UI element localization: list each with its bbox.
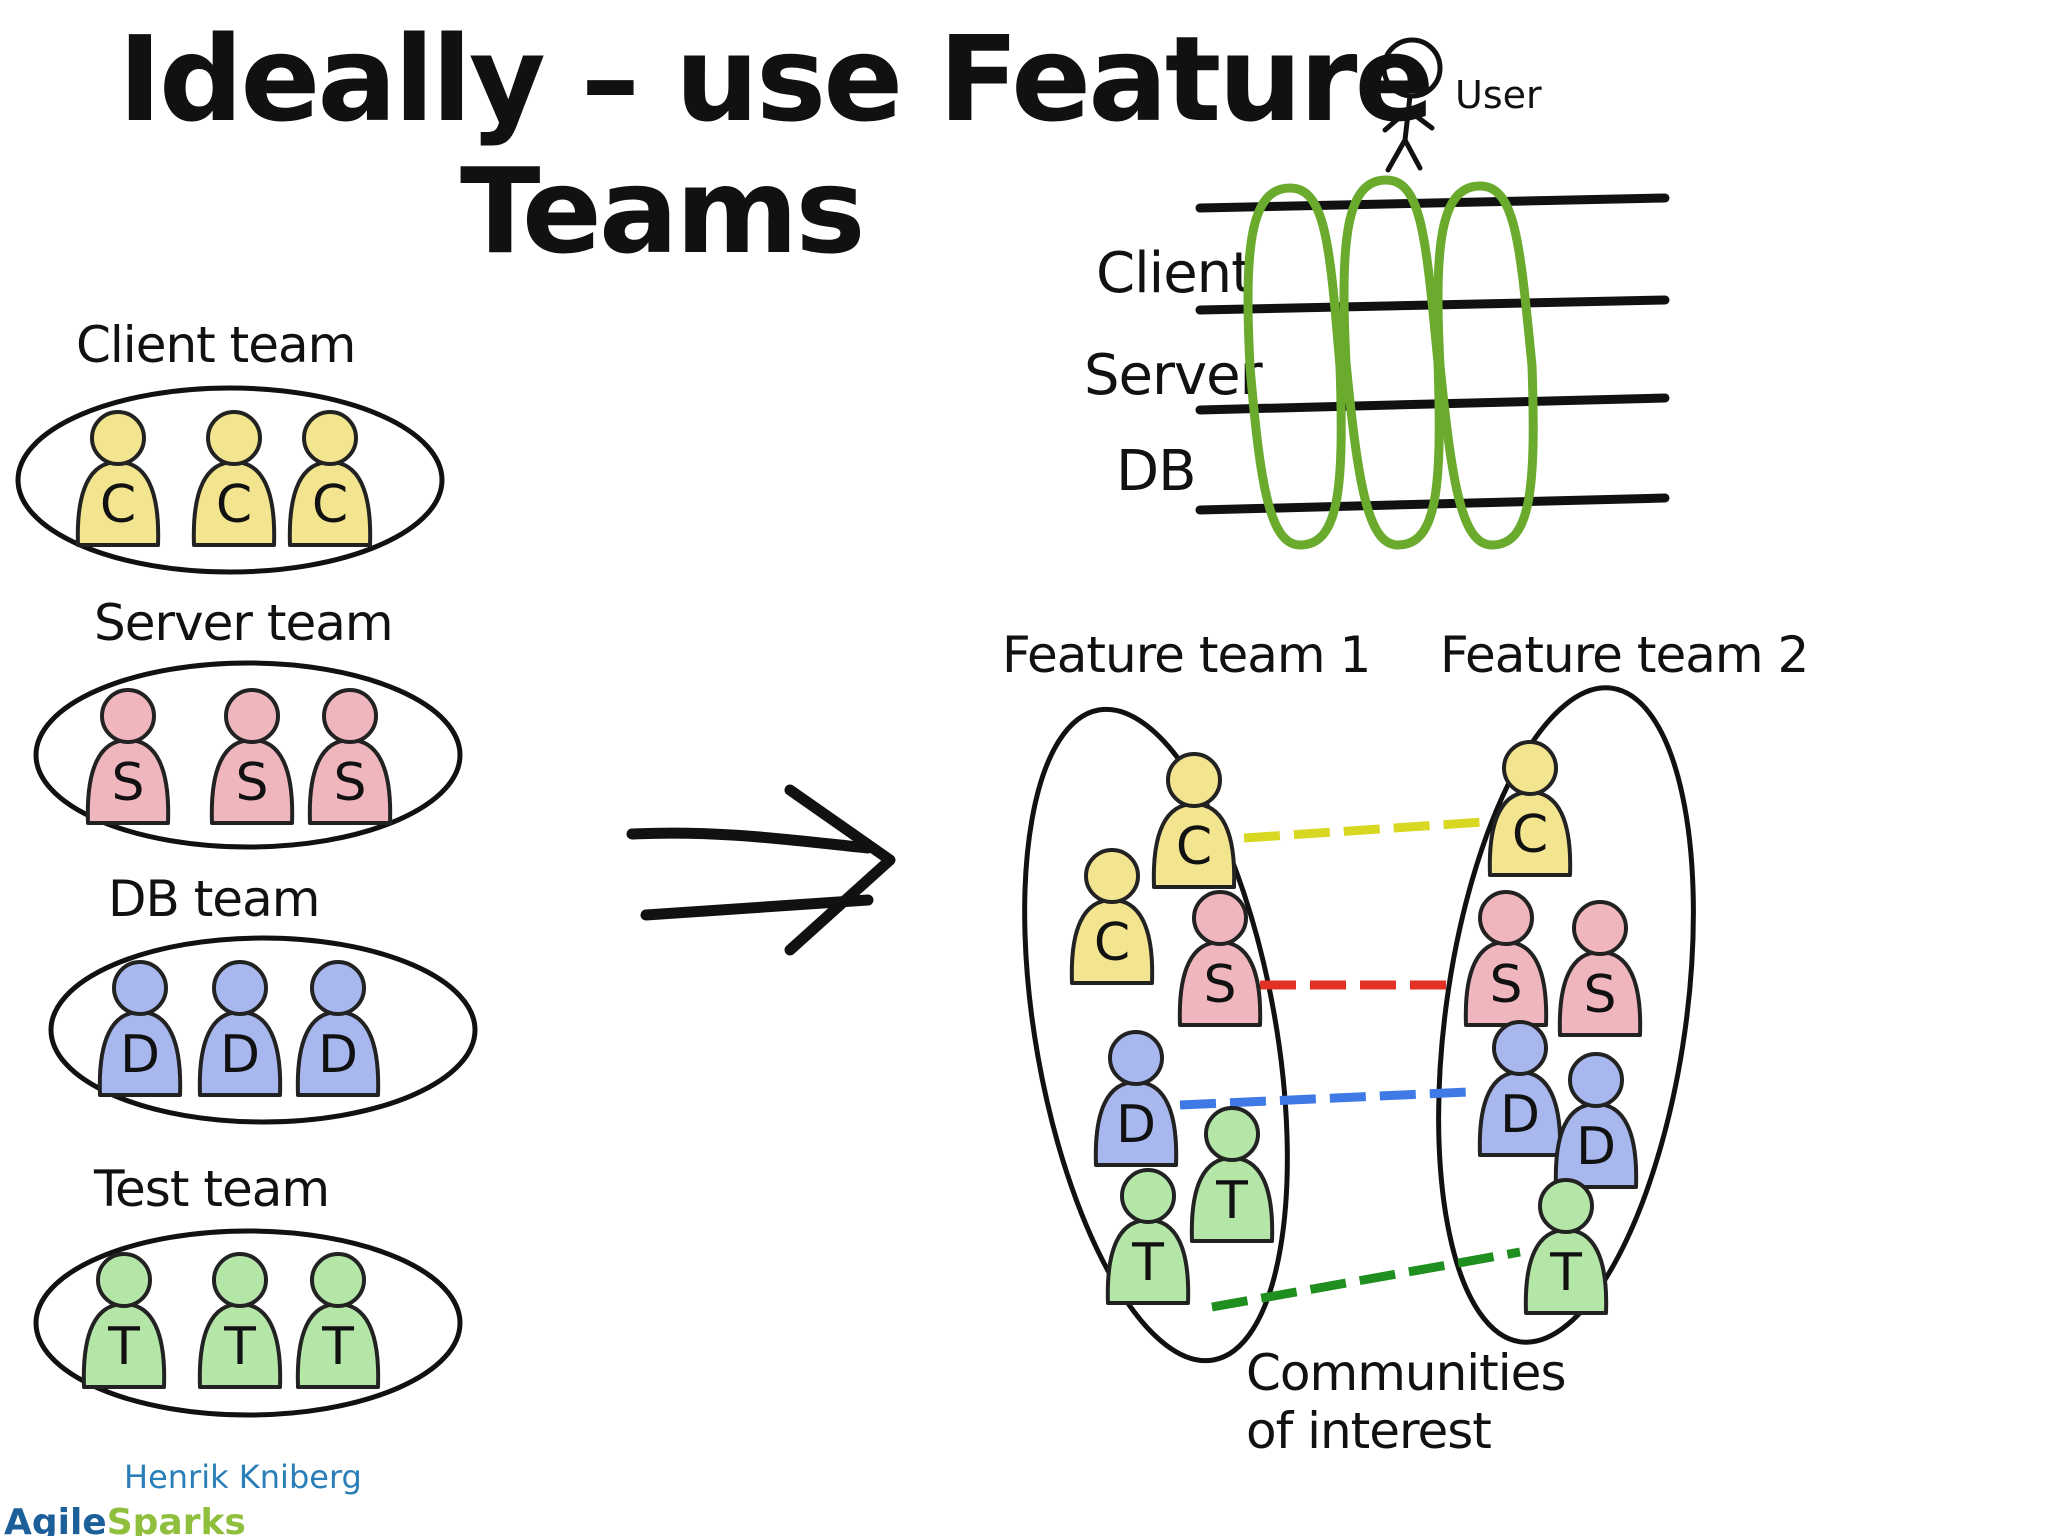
team-member-t-3: T [295,1252,381,1389]
svg-text:D: D [1576,1117,1616,1177]
layer-line-top [1195,193,1670,213]
svg-text:C: C [312,475,348,535]
feature-team-2-member-1: C [1487,740,1573,877]
brand-logo: AgileSparks [4,1502,246,1536]
svg-text:S: S [235,753,268,813]
layer-label-client: Client [1096,241,1252,306]
svg-text:T: T [321,1317,354,1377]
team-member-t-2: T [197,1252,283,1389]
svg-text:S: S [111,753,144,813]
client-team-label: Client team [76,316,355,374]
feature-team-1-member-5: T [1189,1106,1275,1243]
svg-text:C: C [216,475,252,535]
double-arrow-right-icon [626,784,896,956]
team-member-d-2: D [197,960,283,1097]
svg-text:T: T [223,1317,256,1377]
svg-text:D: D [220,1025,260,1085]
team-member-s-3: S [307,688,393,825]
test-team-ellipse [33,1228,463,1418]
team-member-t-1: T [81,1252,167,1389]
svg-text:T: T [1131,1233,1164,1293]
server-team-label: Server team [94,594,393,652]
svg-text:S: S [333,753,366,813]
vertical-slice-3 [1433,181,1538,550]
team-member-s-1: S [85,688,171,825]
client-community-line [1243,817,1485,843]
feature-team-2-member-2: S [1463,890,1549,1027]
feature-team-2-member-3: S [1557,900,1643,1037]
layer-line-server-db [1195,393,1670,415]
svg-text:D: D [1116,1095,1156,1155]
svg-text:S: S [1583,965,1616,1025]
team-member-d-3: D [295,960,381,1097]
svg-text:C: C [1094,913,1130,973]
feature-team-2-member-4: D [1477,1020,1563,1157]
communities-label-line-2: of interest [1246,1402,1491,1460]
feature-team-1-label: Feature team 1 [1002,626,1370,684]
server-team-ellipse [33,660,463,850]
feature-team-2-ellipse [1436,685,1696,1345]
test-team-label: Test team [93,1160,329,1218]
team-member-c-3: C [287,410,373,547]
architecture-layers: Client Server DB User [1084,37,1670,550]
author-credit: Henrik Kniberg [124,1458,362,1496]
feature-team-1-ellipse [1022,706,1290,1364]
title-line-1: Ideally – use Feature [118,10,1431,148]
user-stick-figure-icon [1381,37,1443,173]
team-member-c-1: C [75,410,161,547]
feature-team-1-member-4: D [1093,1030,1179,1167]
layer-label-db: DB [1116,439,1196,504]
layer-label-server: Server [1084,343,1264,408]
communities-label-line-1: Communities [1246,1344,1566,1402]
user-label: User [1455,73,1542,117]
svg-text:D: D [1500,1085,1540,1145]
svg-text:D: D [318,1025,358,1085]
team-member-s-2: S [209,688,295,825]
svg-text:S: S [1489,955,1522,1015]
svg-text:T: T [1215,1171,1248,1231]
vertical-slices [1243,175,1538,550]
team-member-d-1: D [97,960,183,1097]
feature-team-2-label: Feature team 2 [1440,626,1808,684]
communities-lines [1179,817,1521,1312]
client-team-ellipse [15,385,445,575]
feature-team-1-member-2: C [1069,848,1155,985]
svg-text:S: S [1203,955,1236,1015]
vertical-slice-1 [1243,183,1346,550]
svg-text:C: C [1512,805,1548,865]
vertical-slice-2 [1339,175,1444,550]
svg-text:T: T [1549,1243,1582,1303]
svg-text:C: C [1176,817,1212,877]
title-line-2: Teams [460,142,863,280]
db-team-ellipse [48,935,478,1125]
db-team-label: DB team [108,870,319,928]
svg-text:C: C [100,475,136,535]
feature-team-1-member-6: T [1105,1168,1191,1305]
db-community-line [1179,1087,1469,1110]
feature-team-1-member-1: C [1151,752,1237,889]
svg-text:D: D [120,1025,160,1085]
feature-team-2-member-6: T [1523,1178,1609,1315]
svg-text:T: T [107,1317,140,1377]
test-community-line [1211,1247,1521,1312]
feature-team-2-member-5: D [1553,1052,1639,1189]
team-member-c-2: C [191,410,277,547]
feature-team-1-member-3: S [1177,890,1263,1027]
